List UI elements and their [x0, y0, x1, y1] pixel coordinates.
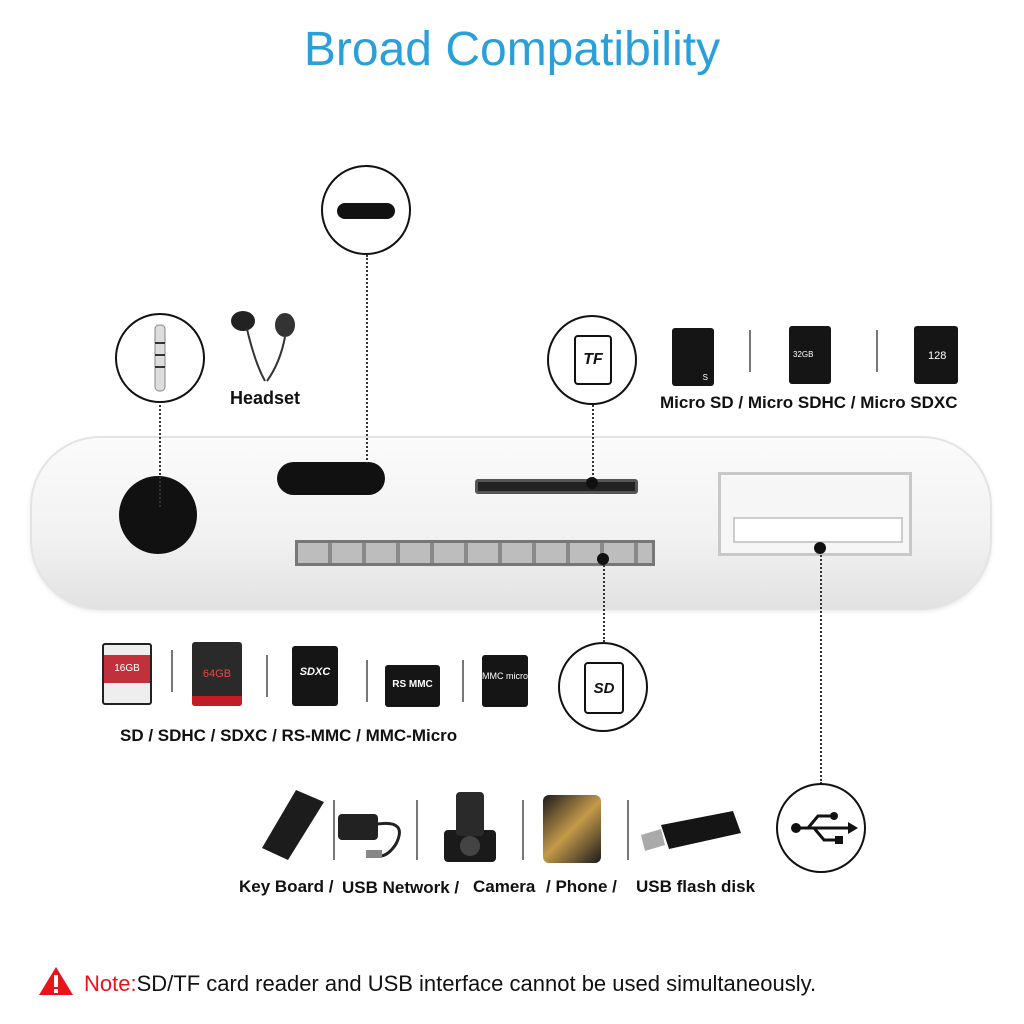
audio-jack-callout: [115, 313, 205, 403]
connector-line: [603, 558, 605, 642]
warning-icon: [39, 967, 73, 995]
micro-sd-card: S: [672, 328, 714, 386]
note: Note:SD/TF card reader and USB interface…: [38, 966, 816, 997]
connector-line: [159, 400, 161, 515]
connector-line: [820, 548, 822, 784]
tf-callout: TF: [547, 315, 637, 405]
usb-c-callout: [321, 165, 411, 255]
sd-card-64gb: 64GB: [192, 642, 242, 706]
earphones-icon: [231, 311, 295, 382]
sd-card-16gb: 16GB: [102, 643, 152, 705]
page-title: Broad Compatibility: [303, 23, 721, 76]
usb-symbol-icon: [791, 812, 858, 844]
sd-callout: SD: [558, 642, 648, 732]
micro-sd-label: Micro SD / Micro SDHC / Micro SDXC: [660, 393, 958, 412]
tf-slot: [475, 479, 638, 494]
micro-sdhc-card: 32GB: [789, 326, 831, 384]
sd-card-icon: SD: [584, 662, 624, 714]
camera-icon: [444, 792, 496, 862]
micro-sdxc-card: 128: [914, 326, 958, 384]
sdxc-card: SDXC: [292, 646, 338, 706]
usb-network-adapter-icon: [338, 814, 401, 858]
device-label-camera: Camera: [473, 877, 536, 896]
tf-card-icon: TF: [574, 335, 612, 385]
device-label-usb-flash: USB flash disk: [636, 877, 756, 896]
usb-callout: [776, 783, 866, 873]
keyboard-icon: [262, 790, 324, 860]
connector-line: [592, 405, 594, 483]
mmc-micro-card: MMC micro: [482, 655, 528, 707]
device-label-keyboard: Key Board /: [239, 877, 334, 896]
sd-slot: [295, 540, 655, 566]
sd-cards-label: SD / SDHC / SDXC / RS-MMC / MMC-Micro: [120, 726, 458, 745]
rs-mmc-card: RS MMC: [385, 665, 440, 707]
device-label-phone: / Phone /: [546, 877, 617, 896]
connector-line: [366, 255, 368, 475]
device-label-usb-network: USB Network /: [342, 878, 460, 897]
headset-label: Headset: [230, 388, 301, 408]
usb-flash-disk-icon: [641, 811, 741, 851]
usb-c-icon: [337, 203, 395, 219]
audio-plug-icon: [154, 324, 166, 392]
note-prefix: Note:: [84, 971, 137, 996]
note-text: SD/TF card reader and USB interface cann…: [136, 971, 817, 996]
phone-icon: [543, 795, 601, 863]
